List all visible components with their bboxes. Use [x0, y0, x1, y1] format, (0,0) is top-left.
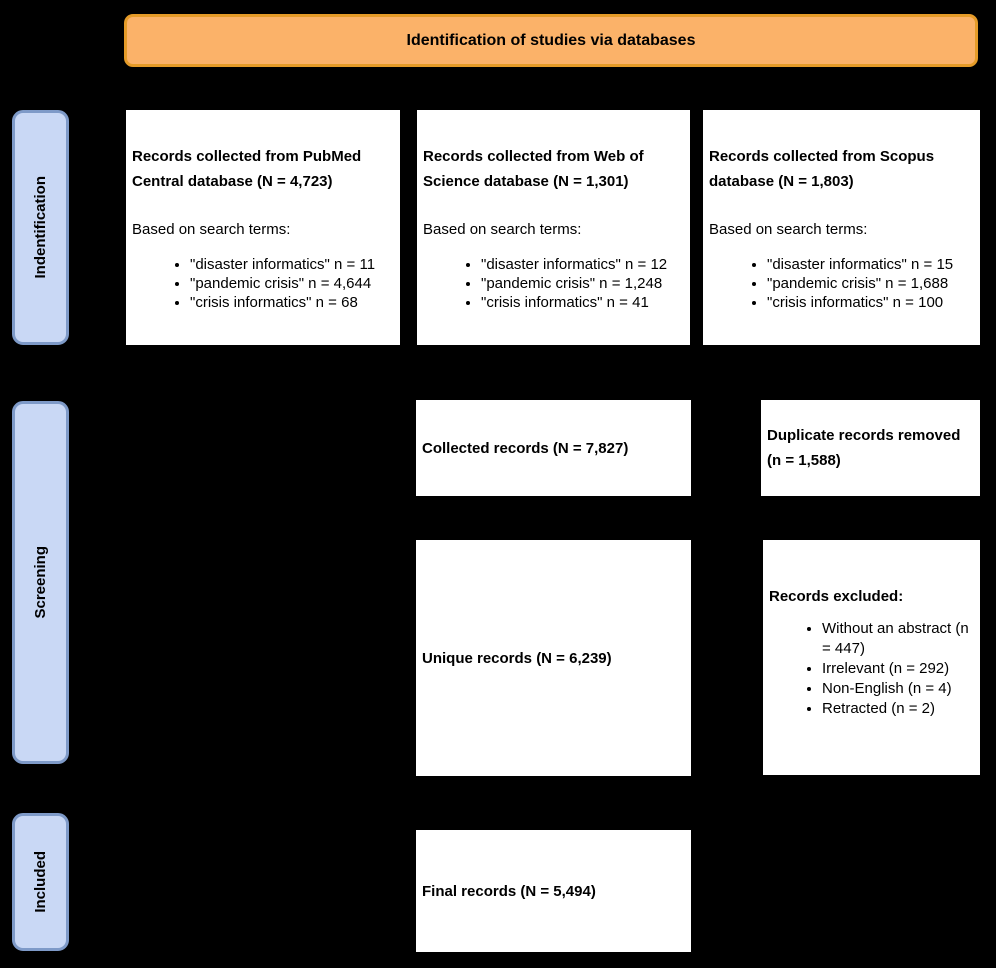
stage-label-included-text: Included [32, 851, 49, 913]
excluded-reason-item: Non-English (n = 4) [822, 679, 978, 699]
source-box-scopus: Records collected from Scopus database (… [703, 110, 980, 345]
search-term-item: "crisis informatics" n = 100 [767, 293, 974, 312]
stage-label-identification: Indentification [12, 110, 69, 345]
excluded-reason-item: Irrelevant (n = 292) [822, 659, 978, 679]
search-term-item: "disaster informatics" n = 11 [190, 255, 394, 274]
excluded-reason-item: Retracted (n = 2) [822, 699, 978, 719]
diagram-title: Identification of studies via databases [406, 31, 696, 49]
search-terms-list: "disaster informatics" n = 11 "pandemic … [132, 255, 394, 312]
source-box-web-of-science: Records collected from Web of Science da… [417, 110, 690, 345]
stage-label-included: Included [12, 813, 69, 951]
search-term-item: "crisis informatics" n = 41 [481, 293, 684, 312]
excluded-reasons-list: Without an abstract (n = 447) Irrelevant… [769, 619, 978, 719]
source-box-heading: Records collected from PubMed Central da… [132, 148, 362, 190]
search-term-item: "pandemic crisis" n = 1,248 [481, 274, 684, 293]
excluded-reason-item: Without an abstract (n = 447) [822, 619, 978, 659]
stage-label-screening: Screening [12, 401, 69, 764]
final-records-text: Final records (N = 5,494) [422, 882, 596, 900]
stage-label-identification-text: Indentification [32, 176, 49, 279]
unique-records-text: Unique records (N = 6,239) [422, 649, 612, 667]
source-box-heading: Records collected from Scopus database (… [709, 148, 935, 190]
collected-records-text: Collected records (N = 7,827) [422, 439, 629, 457]
duplicate-records-removed-box: Duplicate records removed (n = 1,588) [761, 400, 980, 496]
records-excluded-box: Records excluded: Without an abstract (n… [763, 540, 980, 775]
unique-records-box: Unique records (N = 6,239) [416, 540, 691, 776]
search-term-item: "crisis informatics" n = 68 [190, 293, 394, 312]
source-box-intro: Based on search terms: [709, 221, 868, 238]
collected-records-box: Collected records (N = 7,827) [416, 400, 691, 496]
source-box-pubmed-central: Records collected from PubMed Central da… [126, 110, 400, 345]
source-box-intro: Based on search terms: [423, 221, 582, 238]
search-term-item: "pandemic crisis" n = 4,644 [190, 274, 394, 293]
final-records-box: Final records (N = 5,494) [416, 830, 691, 952]
source-box-heading: Records collected from Web of Science da… [423, 148, 644, 190]
search-terms-list: "disaster informatics" n = 15 "pandemic … [709, 255, 974, 312]
records-excluded-heading: Records excluded: [769, 588, 904, 605]
search-term-item: "pandemic crisis" n = 1,688 [767, 274, 974, 293]
search-term-item: "disaster informatics" n = 12 [481, 255, 684, 274]
duplicate-records-removed-text: Duplicate records removed (n = 1,588) [767, 427, 961, 469]
search-term-item: "disaster informatics" n = 15 [767, 255, 974, 274]
search-terms-list: "disaster informatics" n = 12 "pandemic … [423, 255, 684, 312]
diagram-title-banner: Identification of studies via databases [124, 14, 978, 67]
stage-label-screening-text: Screening [32, 546, 49, 619]
source-box-intro: Based on search terms: [132, 221, 291, 238]
